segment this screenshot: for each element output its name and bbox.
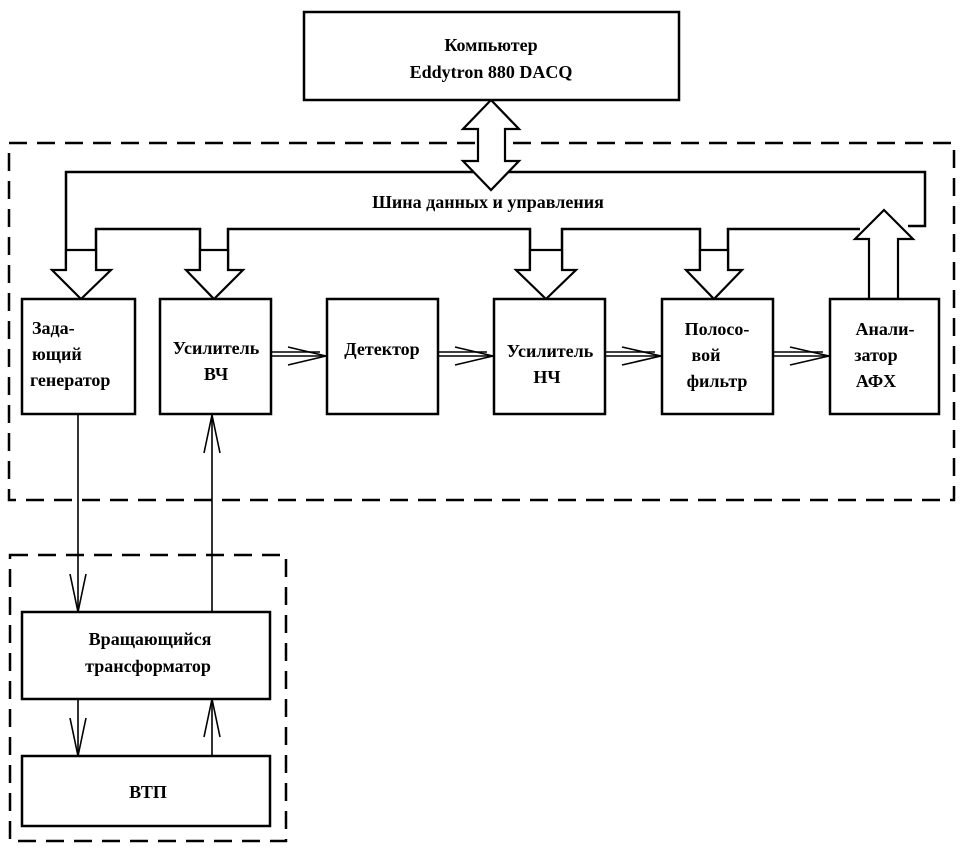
detector-label: Детектор [344, 339, 419, 359]
amp-hf-label-line1: Усилитель [173, 338, 260, 358]
bus-arrow-analyzer-up [852, 208, 916, 301]
amp-hf-box [158, 297, 273, 416]
bus-arrow-amp-hf [183, 248, 246, 301]
measurement-unit-enclosure [7, 141, 956, 502]
bandpass-label-line1: Полосо- [685, 319, 750, 339]
bus-line-inner-far-right [726, 227, 860, 270]
amp-lf-label-line2: НЧ [533, 367, 560, 387]
bus-arrow-amp-lf [513, 248, 579, 301]
bus-arrow-generator [49, 248, 114, 301]
analyzer-label-line1: Анали- [856, 319, 915, 339]
signal-arrow-bandpass-to-analyzer [773, 346, 830, 366]
probe-label: ВТП [129, 782, 167, 802]
signal-arrow-hf-to-detector [271, 346, 327, 366]
bandpass-box [660, 297, 775, 416]
transformer-label-line2: трансформатор [85, 656, 211, 676]
detector-box [325, 297, 440, 416]
amp-lf-label-line1: Усилитель [507, 341, 594, 361]
sensor-unit-enclosure [8, 553, 288, 843]
analyzer-label-line3: АФХ [856, 371, 896, 391]
arrow-generator-to-transformer [69, 414, 87, 613]
arrow-probe-to-transformer [203, 698, 221, 756]
bus-line-inner-mid [226, 227, 532, 270]
generator-label-line1: Зада- [32, 318, 75, 338]
analyzer-box [828, 297, 941, 416]
amp-lf-box [492, 297, 607, 416]
bus-arrow-bandpass [683, 248, 745, 301]
computer-bus-double-arrow [460, 98, 522, 192]
transformer-box [20, 610, 272, 701]
bus-line-inner-right [560, 227, 702, 270]
computer-box [302, 10, 681, 102]
transformer-label-line1: Вращающийся [89, 629, 212, 649]
generator-label-line2: ющий [32, 344, 82, 364]
bandpass-label-line2: вой [692, 345, 721, 365]
computer-label-line2: Eddytron 880 DACQ [410, 62, 573, 82]
analyzer-label-line2: затор [854, 345, 897, 365]
signal-arrow-detector-to-lf [438, 346, 494, 366]
generator-label-line3: генератор [30, 370, 110, 390]
arrow-transformer-to-amp-hf [203, 414, 221, 612]
amp-hf-label-line2: ВЧ [204, 364, 228, 384]
arrow-transformer-to-probe [69, 699, 87, 757]
bandpass-label-line3: фильтр [687, 371, 748, 391]
computer-label-line1: Компьютер [444, 35, 537, 55]
generator-box [20, 297, 137, 416]
signal-arrow-lf-to-bandpass [605, 346, 662, 366]
bus-line-inner-left [94, 227, 202, 270]
bus-label: Шина данных и управления [372, 192, 604, 212]
probe-box [20, 754, 272, 828]
bus-line-outer [64, 170, 927, 270]
